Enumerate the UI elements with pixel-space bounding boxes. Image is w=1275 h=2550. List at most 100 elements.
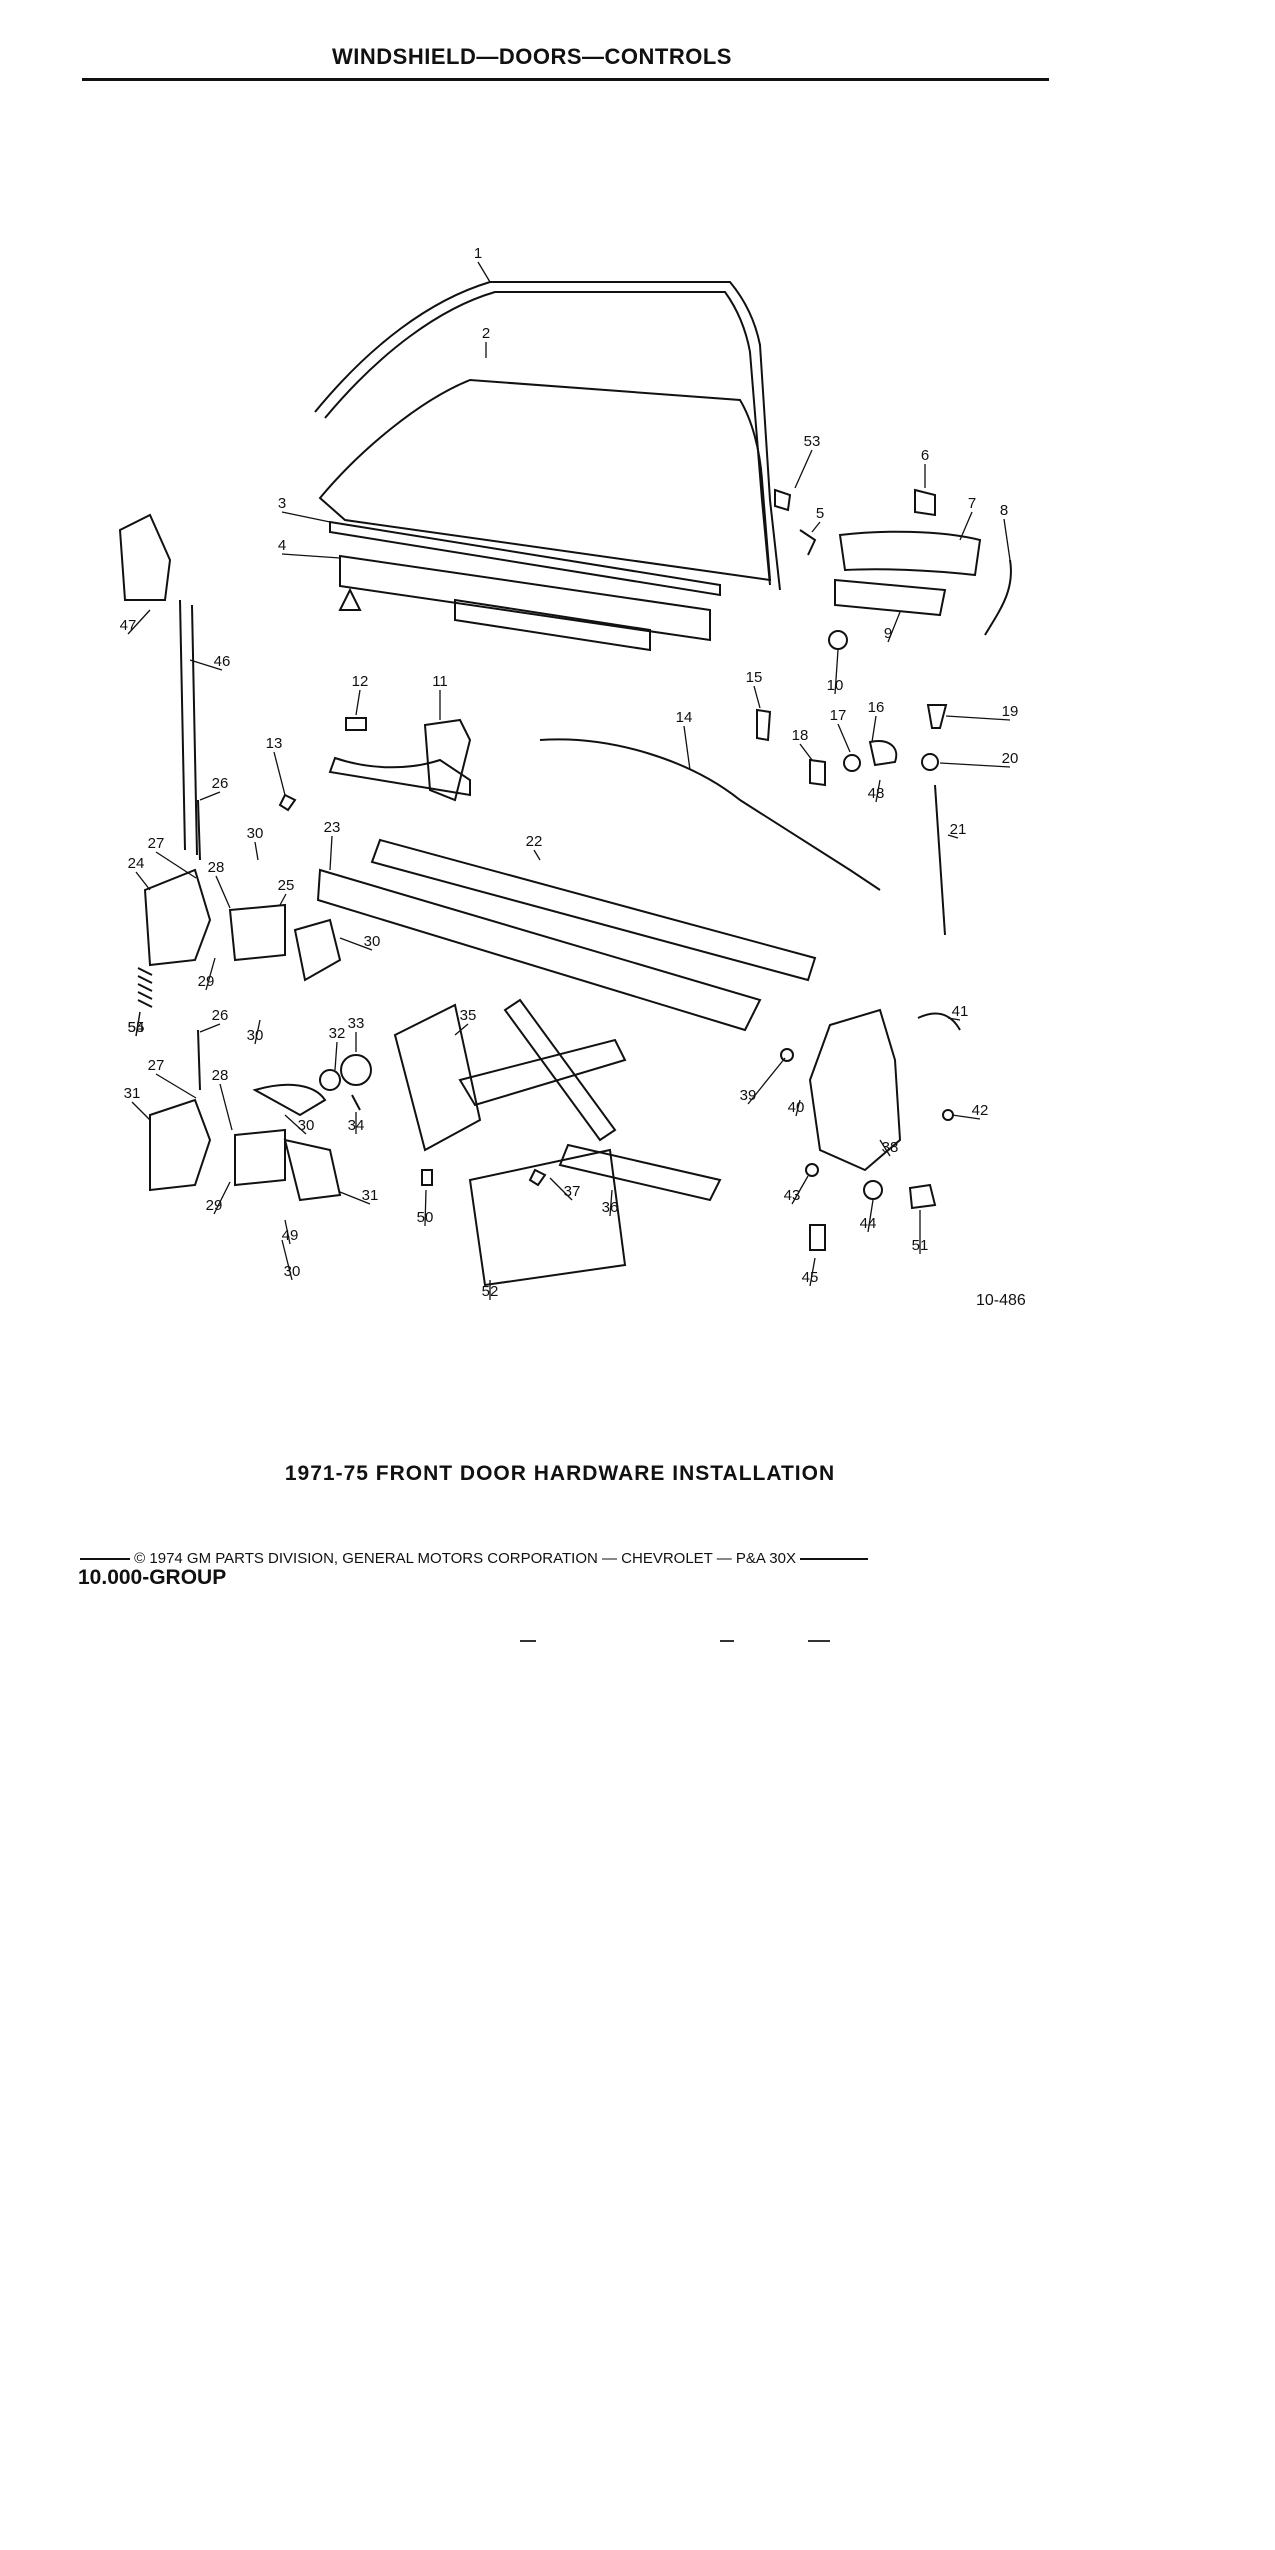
callout-leader xyxy=(747,1057,786,1105)
callout-label: 24 xyxy=(128,855,145,872)
door-check-bracket xyxy=(118,513,172,601)
callout-leader xyxy=(947,834,959,839)
callout-label: 30 xyxy=(284,1263,301,1280)
callout-leader xyxy=(945,715,1011,721)
callout-label: 34 xyxy=(348,1117,365,1134)
regulator-sash-channel xyxy=(558,1143,722,1202)
callout-leader xyxy=(1003,518,1011,561)
callout-label: 15 xyxy=(746,669,763,686)
callout-leader xyxy=(879,1139,891,1157)
callout-label: 43 xyxy=(784,1187,801,1204)
callout-leader xyxy=(155,851,197,879)
callout-label: 29 xyxy=(206,1197,223,1214)
callout-leader xyxy=(155,1073,197,1099)
callout-leader xyxy=(219,1083,233,1131)
hinge-pins xyxy=(197,799,201,1091)
callout-label: 28 xyxy=(212,1067,229,1084)
callout-label: 2 xyxy=(482,325,490,342)
inside-lock-rod xyxy=(934,784,946,936)
callout-label: 30 xyxy=(298,1117,315,1134)
callout-leader xyxy=(205,957,216,991)
window-run-channel-top xyxy=(774,488,792,512)
callout-label: 8 xyxy=(1000,502,1008,519)
callout-leader xyxy=(281,511,331,523)
callout-leader xyxy=(683,725,691,771)
callout-leader xyxy=(199,1023,221,1033)
callout-leader xyxy=(794,449,813,489)
callout-label: 31 xyxy=(124,1085,141,1102)
callout-leader xyxy=(135,1011,141,1037)
remote-control-cable xyxy=(539,738,881,891)
callout-label: 35 xyxy=(460,1007,477,1024)
callout-leader xyxy=(609,1189,613,1217)
callout-label: 22 xyxy=(526,833,543,850)
callout-label: 45 xyxy=(802,1269,819,1286)
regulator-handle-washer xyxy=(340,1054,372,1086)
callout-label: 31 xyxy=(362,1187,379,1204)
callout-label: 30 xyxy=(247,825,264,842)
callout-leader xyxy=(533,849,541,861)
callout-label: 51 xyxy=(912,1237,929,1254)
lower-glass-run-channel xyxy=(370,838,817,982)
hinge-reinforcement xyxy=(283,918,342,1202)
door-lock-assembly xyxy=(808,1008,902,1172)
callout-label: 29 xyxy=(198,973,215,990)
callout-leader xyxy=(867,1199,874,1233)
window-regulator-handle xyxy=(252,1069,341,1117)
lock-knob-grommet xyxy=(843,754,861,772)
callout-label: 23 xyxy=(324,819,341,836)
callout-label: 37 xyxy=(564,1183,581,1200)
remote-control-clip xyxy=(756,708,772,742)
callout-leader xyxy=(329,835,333,871)
callout-leader xyxy=(281,1239,293,1281)
callout-label: 44 xyxy=(860,1215,877,1232)
door-check-strap xyxy=(179,599,198,856)
callout-label: 53 xyxy=(804,433,821,450)
callout-leader xyxy=(424,1189,427,1227)
callout-label: 13 xyxy=(266,735,283,752)
lock-spacer xyxy=(863,1180,883,1200)
callout-label: 50 xyxy=(417,1209,434,1226)
drawing-code: 10-486 xyxy=(976,1292,1026,1309)
callout-label: 38 xyxy=(882,1139,899,1156)
callout-leader xyxy=(837,723,851,753)
group-number: 10.000-GROUP xyxy=(78,1566,227,1589)
regulator-screw xyxy=(528,1168,547,1187)
door-window-glass xyxy=(318,378,772,582)
callout-leader xyxy=(355,689,361,716)
lock-cylinder xyxy=(828,630,848,650)
callout-leader xyxy=(477,261,491,283)
hinge-spring xyxy=(137,967,153,1008)
callout-leader xyxy=(791,1175,809,1205)
callout-leader xyxy=(753,685,761,709)
callout-label: 33 xyxy=(348,1015,365,1032)
callout-leader xyxy=(834,649,839,695)
callout-leader xyxy=(871,715,877,743)
callout-leader xyxy=(284,1219,291,1245)
callout-label: 12 xyxy=(352,673,369,690)
regulator-bolt xyxy=(421,1169,433,1186)
callout-label: 14 xyxy=(676,709,693,726)
belt-reinforcement-rail xyxy=(316,868,762,1032)
callout-leader xyxy=(199,791,221,801)
callout-label: 5 xyxy=(816,505,824,522)
callout-leader xyxy=(254,1019,261,1045)
callout-label: 26 xyxy=(212,1007,229,1024)
callout-label: 42 xyxy=(972,1102,989,1119)
callout-label: 36 xyxy=(602,1199,619,1216)
callout-leader xyxy=(947,1017,961,1021)
callout-label: 1 xyxy=(474,245,482,262)
lower-sash-channel xyxy=(338,554,711,652)
callout-leader xyxy=(339,1191,371,1205)
callout-label: 19 xyxy=(1002,703,1019,720)
callout-label: 7 xyxy=(968,495,976,512)
upper-door-hinge xyxy=(143,868,286,967)
outside-handle-assembly xyxy=(799,488,1012,636)
page-title: WINDSHIELD—DOORS—CONTROLS xyxy=(332,44,732,69)
footer-copyright-line: © 1974 GM PARTS DIVISION, GENERAL MOTORS… xyxy=(80,1550,869,1567)
callout-label: 9 xyxy=(884,625,892,642)
callout-label: 11 xyxy=(432,673,448,690)
regulator-handle-clip xyxy=(351,1094,361,1111)
callout-leader xyxy=(811,521,821,533)
callout-label: 6 xyxy=(921,447,929,464)
